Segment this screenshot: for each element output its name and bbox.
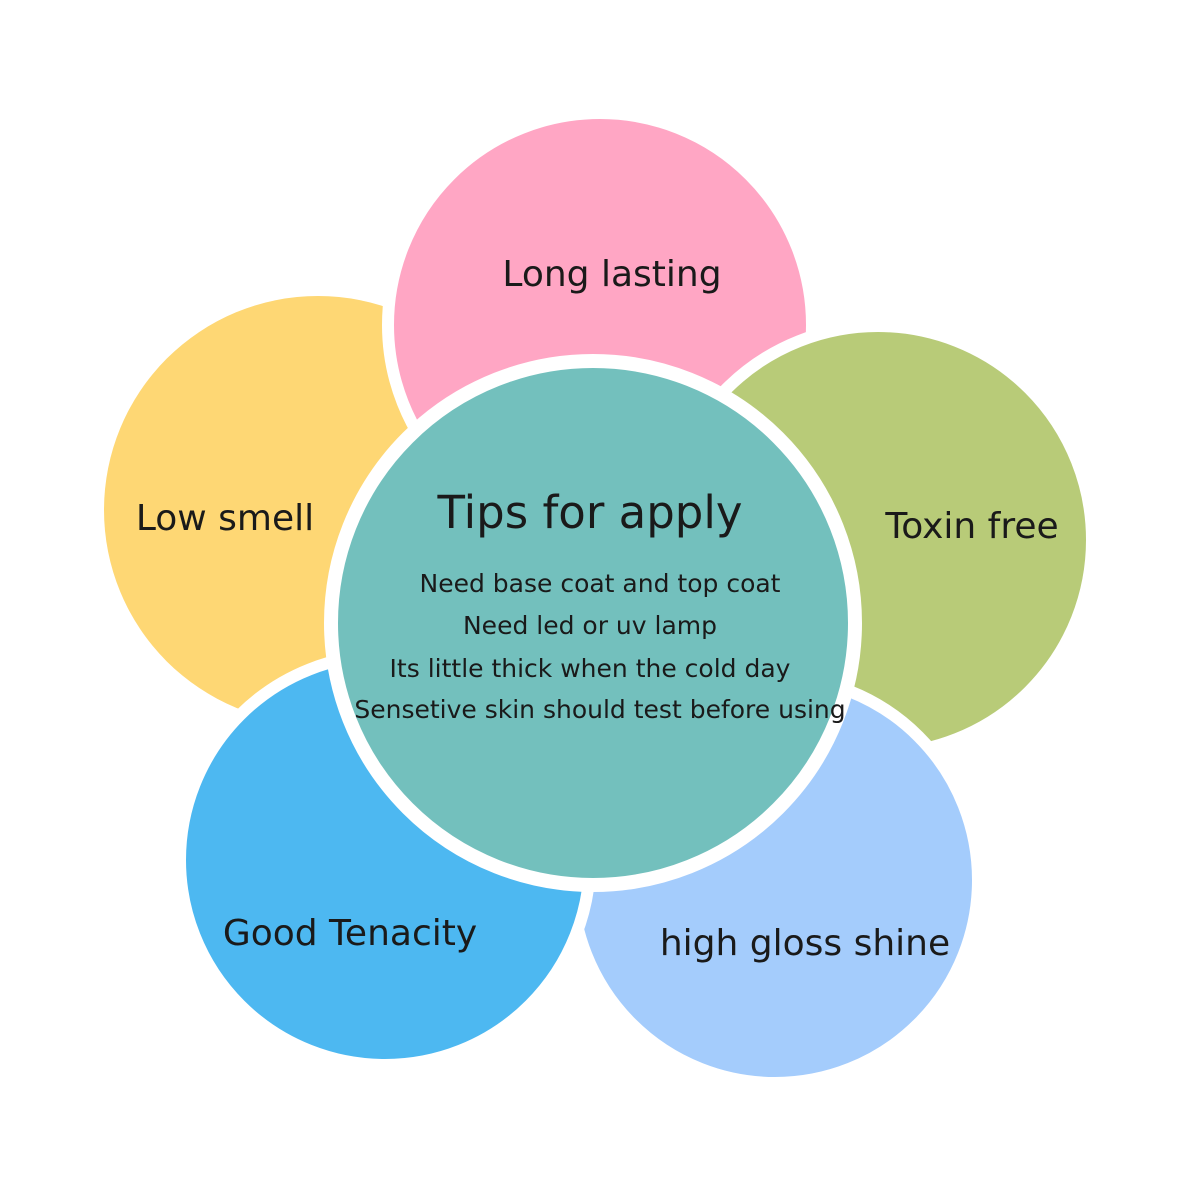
center-tip-line: Sensetive skin should test before using (354, 695, 845, 724)
petal-label-good-tenacity: Good Tenacity (223, 913, 477, 954)
petal-label-long-lasting: Long lasting (502, 254, 721, 295)
center-circle (324, 354, 862, 892)
center-tip-line: Need led or uv lamp (463, 611, 717, 640)
center-title: Tips for apply (437, 486, 743, 539)
petal-label-low-smell: Low smell (136, 498, 314, 539)
center-tip-line: Need base coat and top coat (420, 569, 781, 598)
center-tip-line: Its little thick when the cold day (390, 654, 791, 683)
petal-label-high-gloss-shine: high gloss shine (660, 923, 950, 964)
petal-label-toxin-free: Toxin free (884, 506, 1058, 547)
